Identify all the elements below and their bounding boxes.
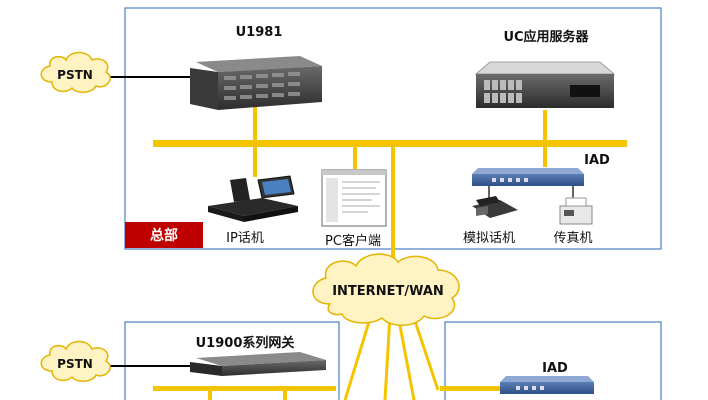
wan-link-left-2 — [383, 314, 392, 400]
iad-device-icon — [472, 168, 584, 186]
bus-drop-pc — [353, 147, 357, 169]
u1900-label: U1900系列网关 — [196, 335, 295, 351]
bus-drop-wan — [391, 147, 395, 272]
hq-tag-box — [125, 222, 203, 248]
gateway-device-icon — [190, 352, 326, 376]
internet-cloud: INTERNET/WAN — [312, 253, 460, 326]
iad-top-label: IAD — [584, 153, 610, 168]
branch-left-drop-2 — [283, 391, 287, 400]
cloud-icon — [40, 51, 111, 93]
bus-drop-u1981 — [253, 95, 257, 140]
iad-drop-fax — [572, 186, 574, 200]
branch-left-bus — [153, 386, 336, 391]
bus-drop-iad — [543, 147, 547, 167]
pstn-cloud-bottom: PSTN — [40, 340, 111, 382]
internet-label: INTERNET/WAN — [332, 284, 444, 299]
u1981-label: U1981 — [236, 25, 283, 40]
branch-right-bus — [440, 386, 510, 391]
pstn-bottom-label: PSTN — [57, 357, 93, 371]
iad-bottom-label: IAD — [542, 361, 568, 376]
iad-drop-analog — [488, 186, 490, 200]
wan-link-right-2 — [410, 311, 440, 391]
fax-label: 传真机 — [553, 231, 592, 246]
gateway-device-icon — [190, 56, 322, 110]
ip-phone-icon — [208, 175, 298, 222]
analog-phone-icon — [472, 196, 518, 218]
iad-device-icon — [500, 376, 594, 394]
wan-link-right-1 — [396, 314, 416, 400]
server-icon — [474, 61, 616, 108]
pstn-cloud-top: PSTN — [40, 51, 111, 93]
pstn-top-label: PSTN — [57, 68, 93, 82]
analog-phone-label: 模拟话机 — [463, 231, 515, 246]
fax-icon — [559, 197, 593, 225]
uc-server-label: UC应用服务器 — [503, 29, 589, 45]
hq-tag: 总部 — [150, 227, 178, 244]
cloud-icon — [312, 253, 460, 326]
pc-screen-icon — [321, 169, 387, 227]
cloud-icon — [40, 340, 111, 382]
hq-bus — [153, 140, 627, 147]
ip-phone-label: IP话机 — [226, 231, 264, 246]
bus-drop-server — [543, 110, 547, 140]
branch-frame-right — [444, 321, 662, 400]
bus-drop-ipphone — [253, 147, 257, 177]
branch-left-drop-1 — [208, 391, 212, 400]
pc-client-label: PC客户端 — [325, 233, 381, 249]
wan-link-left-1 — [343, 311, 374, 400]
